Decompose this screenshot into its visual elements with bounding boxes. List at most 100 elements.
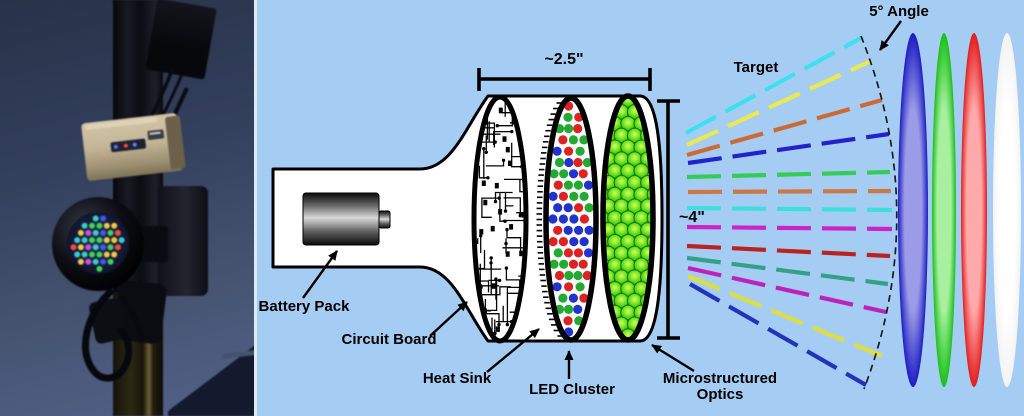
circuit-board-label: Circuit Board: [341, 331, 437, 348]
led-dot: [553, 180, 563, 190]
angle-arrow: [879, 20, 902, 51]
lamp-led: [118, 237, 125, 244]
led-dot: [583, 248, 594, 258]
lamp-led: [111, 251, 118, 258]
circuit-chip: [498, 107, 503, 114]
circuit-chip: [502, 136, 507, 142]
led-dot: [548, 191, 558, 201]
circuit-trace: [482, 279, 498, 312]
lenslet: [640, 245, 651, 262]
optics-label: Microstructured Optics: [662, 370, 778, 403]
circuit-pad: [497, 278, 502, 283]
circuit-chip: [505, 146, 510, 153]
beam-blue-down: [688, 282, 868, 387]
beam-blue-up: [687, 131, 890, 166]
led-cluster-dots: [548, 101, 594, 337]
target-screens: [898, 33, 1021, 387]
beam-yellow-up: [686, 59, 872, 147]
lamp-led: [96, 237, 103, 244]
led-dot: [563, 203, 573, 213]
circuit-trace: [497, 100, 506, 117]
circuit-pad: [505, 322, 510, 327]
optics-arrow: [651, 343, 695, 373]
circuit-trace: [503, 197, 521, 216]
lamp-led: [74, 237, 81, 244]
led-dot: [573, 157, 583, 168]
beam-cyan-up: [684, 36, 863, 135]
battery-arrow: [302, 250, 338, 299]
led-dot: [549, 259, 559, 269]
led-dot: [564, 146, 574, 156]
led-dot: [568, 135, 579, 145]
led-dot: [579, 191, 589, 201]
green-target: [932, 33, 956, 387]
lenslet: [640, 222, 651, 238]
led-dot: [568, 169, 579, 179]
circuit-trace: [493, 130, 512, 146]
circuit-pad: [482, 147, 486, 151]
battery: [302, 192, 391, 246]
led-dot: [574, 203, 584, 213]
height-dimension-label: ~4": [679, 209, 705, 226]
led-dot: [564, 304, 574, 314]
lamp-led: [103, 251, 110, 258]
white-target: [993, 33, 1021, 387]
circuit-trace: [476, 238, 479, 244]
circuit-pad: [510, 129, 514, 134]
led-dot: [582, 270, 592, 281]
circuit-pad: [486, 176, 490, 180]
beam-teal-down: [686, 255, 889, 287]
led-dot: [584, 203, 594, 213]
led-dot: [579, 135, 589, 145]
circuit-chip: [521, 212, 524, 218]
lamp-led: [100, 229, 107, 236]
lamp-led: [77, 244, 84, 251]
led-dot: [568, 259, 579, 269]
led-dot: [554, 157, 565, 168]
led-dot: [553, 203, 563, 213]
lamp-led: [92, 215, 99, 222]
photo-content: [0, 0, 255, 416]
lamp-led: [81, 237, 88, 244]
lamp-led: [100, 244, 107, 251]
led-dot: [559, 169, 569, 179]
circuit-chip: [494, 182, 499, 189]
led-dot: [559, 259, 569, 269]
led-dot: [583, 180, 594, 190]
lamp-led: [103, 222, 110, 229]
beam-salmon-mid: [687, 188, 892, 195]
circuit-pad: [484, 150, 488, 154]
width-dimension-label: ~2.5": [544, 51, 584, 68]
circuit-pad: [479, 234, 483, 238]
panel-divider: [254, 0, 257, 416]
led-dot: [558, 293, 568, 303]
angle-arc: [860, 35, 898, 390]
circuit-pad: [501, 158, 506, 162]
beam-magenta-mid: [686, 224, 893, 232]
led-dot: [563, 180, 574, 190]
lamp-led: [92, 229, 99, 236]
led-dot: [582, 157, 592, 168]
led-dot: [569, 214, 579, 224]
photo-panel: [0, 0, 255, 416]
led-dot: [568, 293, 579, 303]
height-dimension: [657, 99, 680, 340]
circuit-pad: [518, 214, 522, 218]
led-dot: [548, 237, 558, 247]
led-cluster-outline: [543, 95, 599, 343]
lamp-led: [107, 244, 114, 251]
circuit-trace: [505, 268, 523, 281]
led-dot: [569, 237, 579, 247]
led-dot: [569, 191, 579, 201]
circuit-trace: [506, 292, 524, 303]
circuit-board-outline: [471, 94, 529, 344]
photo-cable: [82, 288, 145, 382]
lamp-led: [107, 258, 114, 265]
led-dot-array: [70, 215, 125, 272]
led-dot: [578, 259, 588, 269]
circuit-chip: [495, 326, 500, 332]
circuit-pad: [504, 266, 509, 270]
lamp-led: [111, 237, 118, 244]
led-dot: [558, 135, 568, 145]
